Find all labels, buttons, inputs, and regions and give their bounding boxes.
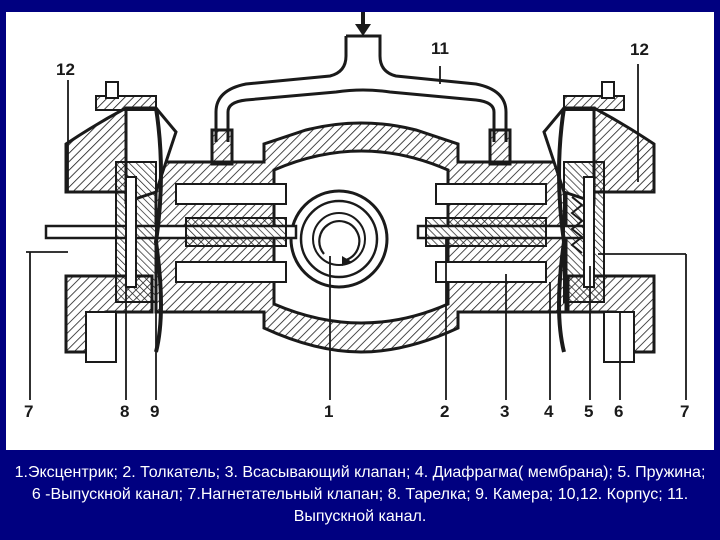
right-diaphragm-assembly — [542, 81, 656, 363]
caption-text: 1.Эксцентрик; 2. Толкатель; 3. Всасывающ… — [14, 464, 706, 525]
eccentric — [289, 189, 389, 289]
pump-diagram: 12 11 12 7 8 9 1 2 3 4 5 6 7 — [24, 12, 689, 421]
label-1: 1 — [324, 402, 333, 421]
outlet-pipe — [210, 34, 512, 166]
figure-panel: 12 11 12 7 8 9 1 2 3 4 5 6 7 — [6, 12, 714, 450]
pusher-rod — [44, 217, 590, 247]
label-6: 6 — [614, 402, 623, 421]
label-2: 2 — [440, 402, 449, 421]
inlet-arrow — [355, 12, 371, 36]
label-5: 5 — [584, 402, 593, 421]
label-9: 9 — [150, 402, 159, 421]
label-11: 11 — [431, 39, 449, 58]
label-3: 3 — [500, 402, 509, 421]
label-8: 8 — [120, 402, 129, 421]
leader-lines — [26, 64, 687, 400]
caption: 1.Эксцентрик; 2. Толкатель; 3. Всасывающ… — [10, 452, 710, 538]
label-7-left: 7 — [24, 402, 33, 421]
label-12-right: 12 — [630, 40, 649, 59]
left-diaphragm-assembly — [64, 81, 178, 363]
label-4: 4 — [544, 402, 554, 421]
label-12-left: 12 — [56, 60, 75, 79]
label-7-right: 7 — [680, 402, 689, 421]
